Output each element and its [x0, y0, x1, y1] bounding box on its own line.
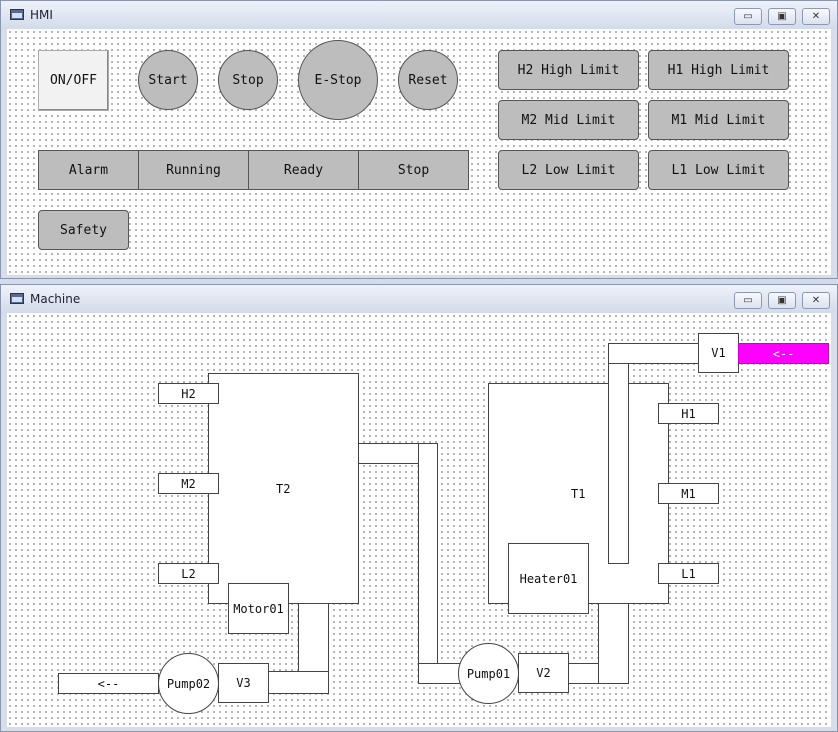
start-button[interactable]: Start: [138, 50, 198, 110]
heater01[interactable]: Heater01: [508, 543, 589, 614]
machine-canvas: T2 H2 M2 L2 Motor01 T1 H1 M1 L1 Heater01…: [7, 313, 831, 727]
onoff-button[interactable]: ON/OFF: [38, 50, 109, 111]
maximize-icon[interactable]: ▣: [768, 8, 796, 25]
pipe-inlet-horizontal: [608, 343, 708, 364]
h1-high-limit-indicator: H1 High Limit: [648, 50, 789, 90]
pipe-v3-right: [268, 671, 329, 694]
pump01[interactable]: Pump01: [458, 643, 519, 704]
machine-window: Machine ▭ ▣ ✕ T2 H2 M2 L2 Motor01 T1 H1 …: [0, 284, 838, 732]
l2-low-limit-indicator: L2 Low Limit: [498, 150, 639, 190]
valve-v1[interactable]: V1: [698, 333, 739, 373]
status-alarm: Alarm: [38, 150, 139, 190]
hmi-window: HMI ▭ ▣ ✕ ON/OFF Start Stop E-Stop Reset…: [0, 0, 838, 279]
minimize-icon[interactable]: ▭: [734, 292, 762, 309]
tank-t2-label: T2: [276, 482, 291, 496]
l1-low-limit-indicator: L1 Low Limit: [648, 150, 789, 190]
close-icon[interactable]: ✕: [802, 292, 830, 309]
valve-v3[interactable]: V3: [218, 663, 269, 703]
tank-t1-label: T1: [571, 487, 586, 501]
level-sensor-m2: M2: [158, 473, 219, 494]
pump02[interactable]: Pump02: [158, 653, 219, 714]
reset-button[interactable]: Reset: [398, 50, 458, 110]
level-sensor-l2: L2: [158, 563, 219, 584]
pipe-inlet-vertical: [608, 343, 629, 564]
stop-button[interactable]: Stop: [218, 50, 278, 110]
level-sensor-l1: L1: [658, 563, 719, 584]
hmi-window-title: HMI: [30, 8, 53, 22]
outlet-arrow: <--: [58, 673, 159, 694]
status-bar: Alarm Running Ready Stop: [38, 150, 469, 190]
status-running: Running: [138, 150, 249, 190]
pipe-vertical-to-pump01: [418, 443, 438, 684]
inlet-arrow: <--: [738, 343, 829, 364]
m2-mid-limit-indicator: M2 Mid Limit: [498, 100, 639, 140]
safety-button[interactable]: Safety: [38, 210, 129, 250]
level-sensor-h2: H2: [158, 383, 219, 404]
pipe-t1-down: [598, 601, 629, 684]
level-sensor-m1: M1: [658, 483, 719, 504]
machine-titlebar[interactable]: Machine ▭ ▣ ✕: [1, 285, 837, 313]
maximize-icon[interactable]: ▣: [768, 292, 796, 309]
app-icon: [10, 293, 24, 304]
level-sensor-h1: H1: [658, 403, 719, 424]
minimize-icon[interactable]: ▭: [734, 8, 762, 25]
app-icon: [10, 9, 24, 20]
status-ready: Ready: [248, 150, 359, 190]
estop-button[interactable]: E-Stop: [298, 40, 378, 120]
m1-mid-limit-indicator: M1 Mid Limit: [648, 100, 789, 140]
valve-v2[interactable]: V2: [518, 653, 569, 693]
hmi-titlebar[interactable]: HMI ▭ ▣ ✕: [1, 1, 837, 29]
motor01[interactable]: Motor01: [228, 583, 289, 634]
h2-high-limit-indicator: H2 High Limit: [498, 50, 639, 90]
machine-window-title: Machine: [30, 292, 81, 306]
status-stop: Stop: [358, 150, 469, 190]
close-icon[interactable]: ✕: [802, 8, 830, 25]
hmi-canvas: ON/OFF Start Stop E-Stop Reset Alarm Run…: [7, 29, 831, 275]
